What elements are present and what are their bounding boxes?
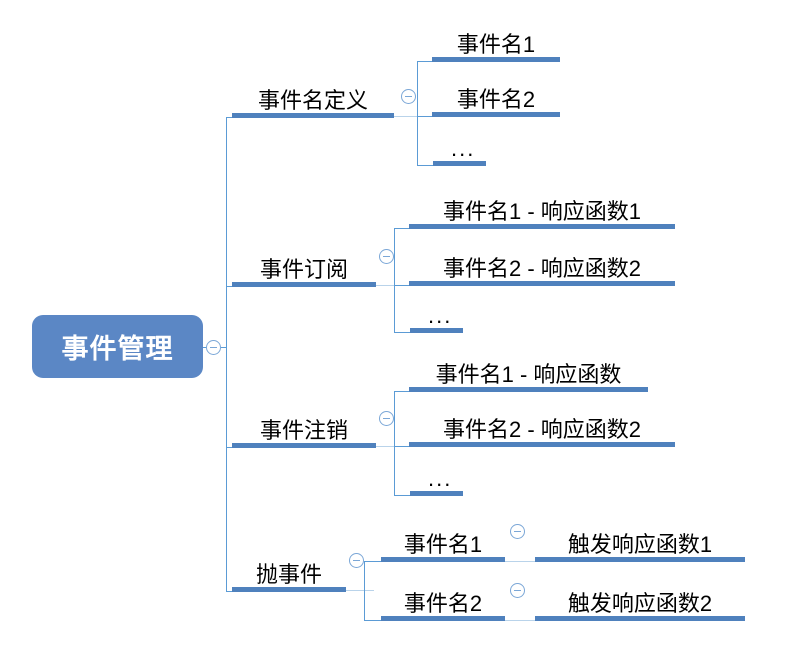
leaf-node-underline [409, 281, 675, 286]
branch-node-event-unsubscribe[interactable]: 事件注销 [232, 400, 376, 448]
branch-4-child-2-connector [364, 620, 381, 621]
branch-node-label: 抛事件 [255, 561, 322, 587]
branch-1-child-link [394, 116, 432, 117]
branch-1-child-2-connector [417, 116, 432, 117]
branch-3-child-2-connector [394, 446, 409, 447]
branch-3-child-1-connector [394, 391, 409, 392]
branch-3-connector [226, 447, 232, 448]
leaf-node-label: ... [428, 465, 453, 491]
leaf-node-label: 事件名1 [403, 531, 483, 557]
leaf-node-label: 事件名1 - 响应函数 [435, 361, 622, 387]
root-collapse-minus-icon[interactable] [206, 340, 221, 355]
leaf-node-underline [535, 557, 745, 562]
leaf-node-underline [381, 616, 505, 621]
leaf-node-label: 事件名1 [456, 31, 536, 57]
leaf-node-label: 事件名2 - 响应函数2 [442, 255, 642, 281]
branch-2-children-spine [394, 228, 395, 332]
branch-3-child-3-connector [394, 495, 410, 496]
leaf-node[interactable]: 事件名1 [432, 14, 560, 62]
leaf-node-label: 触发响应函数1 [567, 531, 713, 557]
branch-node-underline [232, 587, 346, 592]
branch-2-child-1-connector [394, 228, 409, 229]
branch-1-child-1-connector [417, 61, 432, 62]
leaf-node[interactable]: 事件名2 [381, 575, 505, 621]
leaf-node-underline [535, 616, 745, 621]
branch-4-collapse-minus-icon[interactable] [349, 553, 364, 568]
leaf-node-ellipsis[interactable]: ... [410, 460, 463, 496]
leaf-node-ellipsis[interactable]: ... [410, 297, 463, 333]
branch-node-underline [232, 113, 394, 118]
leaf-node[interactable]: 触发响应函数1 [535, 516, 745, 562]
leaf-node-underline [409, 442, 675, 447]
branch-4-connector [226, 591, 232, 592]
branch-3-children-spine [394, 391, 395, 495]
leaf-node-label: ... [428, 302, 453, 328]
leaf-node-label: 事件名2 [403, 590, 483, 616]
branch-4-child-link [346, 590, 374, 591]
branch-node-throw-event[interactable]: 抛事件 [232, 544, 346, 592]
branch-node-label: 事件名定义 [257, 87, 368, 113]
branch-4-child-2-grandchild-link [505, 620, 535, 621]
branch-node-underline [232, 443, 376, 448]
branch-node-label: 事件订阅 [259, 256, 348, 282]
branch-4-children-spine [364, 561, 365, 620]
branch-4-child-1-connector [364, 561, 381, 562]
root-connector-stub-left [203, 347, 207, 348]
branch-1-children-spine [417, 61, 418, 165]
leaf-node-label: 事件名1 - 响应函数1 [442, 198, 642, 224]
leaf-node[interactable]: 事件名2 [432, 69, 560, 117]
branch-1-collapse-minus-icon[interactable] [401, 89, 416, 104]
branch-node-event-name-definition[interactable]: 事件名定义 [232, 70, 394, 118]
leaf-node[interactable]: 事件名2 - 响应函数2 [409, 238, 675, 286]
leaf-node-underline [432, 112, 560, 117]
branch-4-child-2-collapse-minus-icon[interactable] [510, 583, 525, 598]
root-node-event-management[interactable]: 事件管理 [32, 315, 203, 378]
root-connector-stub-right [221, 347, 226, 348]
leaf-node-label: 事件名2 - 响应函数2 [442, 416, 642, 442]
branch-3-child-link [376, 446, 409, 447]
branch-node-label: 事件注销 [259, 417, 348, 443]
main-spine [226, 117, 227, 591]
leaf-node-underline [410, 328, 463, 333]
branch-2-child-3-connector [394, 332, 410, 333]
branch-4-child-1-grandchild-link [505, 561, 535, 562]
leaf-node[interactable]: 事件名1 - 响应函数 [409, 344, 648, 392]
branch-2-connector [226, 286, 232, 287]
leaf-node-label: 触发响应函数2 [567, 590, 713, 616]
branch-node-event-subscribe[interactable]: 事件订阅 [232, 239, 376, 287]
branch-2-child-2-connector [394, 285, 409, 286]
leaf-node-underline [432, 57, 560, 62]
branch-node-underline [232, 282, 376, 287]
leaf-node[interactable]: 事件名1 [381, 516, 505, 562]
leaf-node-underline [409, 224, 675, 229]
branch-1-child-3-connector [417, 165, 433, 166]
branch-1-connector [226, 117, 232, 118]
leaf-node-underline [410, 491, 463, 496]
branch-2-collapse-minus-icon[interactable] [379, 249, 394, 264]
branch-2-child-link [376, 285, 409, 286]
leaf-node[interactable]: 触发响应函数2 [535, 575, 745, 621]
leaf-node-underline [433, 161, 486, 166]
leaf-node-underline [381, 557, 505, 562]
branch-3-collapse-minus-icon[interactable] [379, 411, 394, 426]
root-node-label: 事件管理 [61, 334, 174, 364]
leaf-node[interactable]: 事件名2 - 响应函数2 [409, 399, 675, 447]
leaf-node-label: ... [451, 135, 476, 161]
leaf-node-ellipsis[interactable]: ... [433, 130, 486, 166]
branch-4-child-1-collapse-minus-icon[interactable] [510, 524, 525, 539]
leaf-node-label: 事件名2 [456, 86, 536, 112]
leaf-node[interactable]: 事件名1 - 响应函数1 [409, 181, 675, 229]
leaf-node-underline [409, 387, 648, 392]
